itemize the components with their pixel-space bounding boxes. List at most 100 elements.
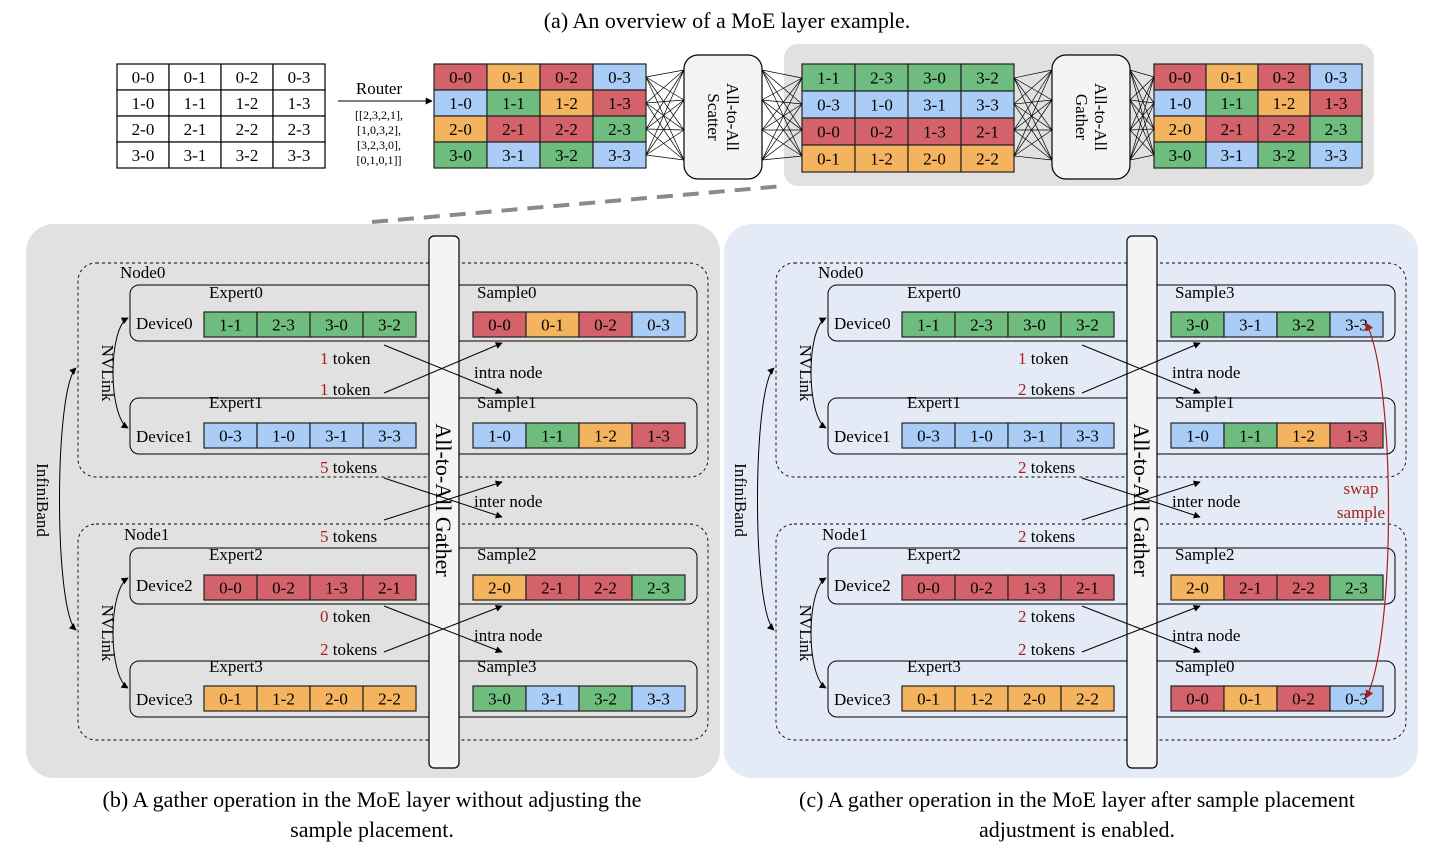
cell-3-3 — [362, 422, 417, 449]
nvlink-top-label: NVLink — [796, 345, 815, 402]
cell-label: 3-2 — [1076, 316, 1099, 335]
cell-label: 0-0 — [488, 316, 511, 335]
cell-label: 2-0 — [132, 120, 155, 139]
cell-0-0 — [901, 574, 956, 601]
cell-label: 3-3 — [288, 146, 311, 165]
cell-label: 3-1 — [541, 690, 564, 709]
cell-1-2 — [256, 685, 311, 712]
link-line — [761, 155, 803, 161]
infiniband-text: InfiniBand — [731, 463, 750, 537]
cell-label: 2-3 — [1325, 120, 1348, 139]
cell-2-2 — [220, 115, 274, 143]
link-line — [645, 69, 685, 104]
link-line — [1129, 154, 1155, 161]
node1-label: Node1 — [124, 525, 169, 544]
cell-3-0 — [472, 685, 527, 712]
device3-label: Device3 — [136, 690, 193, 709]
cell-label: 1-0 — [132, 94, 155, 113]
token-count-2: 5 tokens — [320, 458, 377, 477]
cell-3-0 — [116, 141, 170, 169]
sample2-label: Sample2 — [477, 545, 537, 564]
cell-label: 0-2 — [594, 316, 617, 335]
caption-c-line1: (c) A gather operation in the MoE layer … — [799, 787, 1355, 812]
cell-0-1 — [1223, 685, 1278, 712]
cell-2-1 — [362, 574, 417, 601]
link-line — [1013, 99, 1053, 131]
cell-label: 3-0 — [1023, 316, 1046, 335]
cell-label: 0-0 — [817, 123, 840, 142]
token-count-1: 2 tokens — [1018, 380, 1075, 399]
token-count-5: 2 tokens — [320, 640, 377, 659]
cell-0-3 — [631, 311, 686, 338]
node1-label: Node1 — [822, 525, 867, 544]
cell-3-1 — [1205, 141, 1259, 169]
router-assignment: [3,2,3,0], — [357, 138, 401, 152]
cell-1-3 — [1007, 574, 1062, 601]
cell-1-3 — [592, 89, 647, 117]
nvlink-bottom-text: NVLink — [796, 605, 815, 662]
link-line — [761, 129, 803, 161]
cell-label: 0-0 — [1169, 68, 1192, 87]
cell-label: 0-0 — [449, 68, 472, 87]
sample3-label: Sample3 — [477, 657, 537, 676]
cell-label: 0-3 — [1325, 68, 1348, 87]
token-count-unit: tokens — [1027, 527, 1076, 546]
expert3-label: Expert3 — [209, 657, 263, 676]
device2-label: Device2 — [136, 576, 193, 595]
link-line — [1129, 128, 1155, 131]
cell-label: 2-1 — [541, 579, 564, 598]
scatter-label-line1: All-to-All — [723, 83, 742, 151]
inter-node-label: inter node — [474, 492, 542, 511]
cell-label: 1-0 — [1169, 94, 1192, 113]
nvlink-bottom-arrow — [112, 577, 129, 689]
cell-label: 0-3 — [817, 96, 840, 115]
cell-2-2 — [960, 144, 1015, 173]
flow-line — [383, 477, 503, 519]
router-label: Router — [356, 79, 403, 98]
token-count-2: 2 tokens — [1018, 458, 1075, 477]
cell-label: 3-3 — [1345, 316, 1368, 335]
link-line — [761, 103, 803, 131]
all-to-all-gather-box — [1051, 54, 1131, 180]
token-count-number: 0 — [320, 607, 329, 626]
link-line — [1129, 99, 1155, 156]
cell-label: 2-3 — [272, 316, 295, 335]
node1-box — [775, 523, 1407, 741]
cell-label: 1-1 — [817, 69, 840, 88]
cell-label: 1-1 — [1239, 427, 1262, 446]
cell-3-2 — [1060, 311, 1115, 338]
cell-2-2 — [1060, 685, 1115, 712]
router-assignment: [0,1,0,1]] — [357, 153, 402, 167]
all-to-all-gather-pillar — [1126, 235, 1158, 769]
expert3-label: Expert3 — [907, 657, 961, 676]
cell-0-0 — [1153, 63, 1207, 91]
cell-label: 3-2 — [976, 69, 999, 88]
device2-box — [827, 547, 1396, 605]
cell-label: 0-1 — [817, 150, 840, 169]
nvlink-top-label: NVLink — [98, 345, 117, 402]
cell-label: 0-1 — [502, 68, 525, 87]
cell-label: 2-2 — [594, 579, 617, 598]
sample2-label: Sample2 — [1175, 545, 1235, 564]
cell-label: 2-2 — [976, 150, 999, 169]
cell-label: 3-0 — [325, 316, 348, 335]
device3-box — [129, 660, 698, 718]
cell-label: 0-2 — [272, 579, 295, 598]
cell-label: 3-0 — [923, 69, 946, 88]
router-assignment: [[2,3,2,1], — [355, 108, 403, 122]
infiniband-arrow — [757, 367, 775, 631]
device3-box — [827, 660, 1396, 718]
cell-label: 1-0 — [272, 427, 295, 446]
device1-box — [827, 397, 1396, 455]
gather-label-line1: All-to-All — [1091, 83, 1110, 151]
cell-0-1 — [525, 311, 580, 338]
